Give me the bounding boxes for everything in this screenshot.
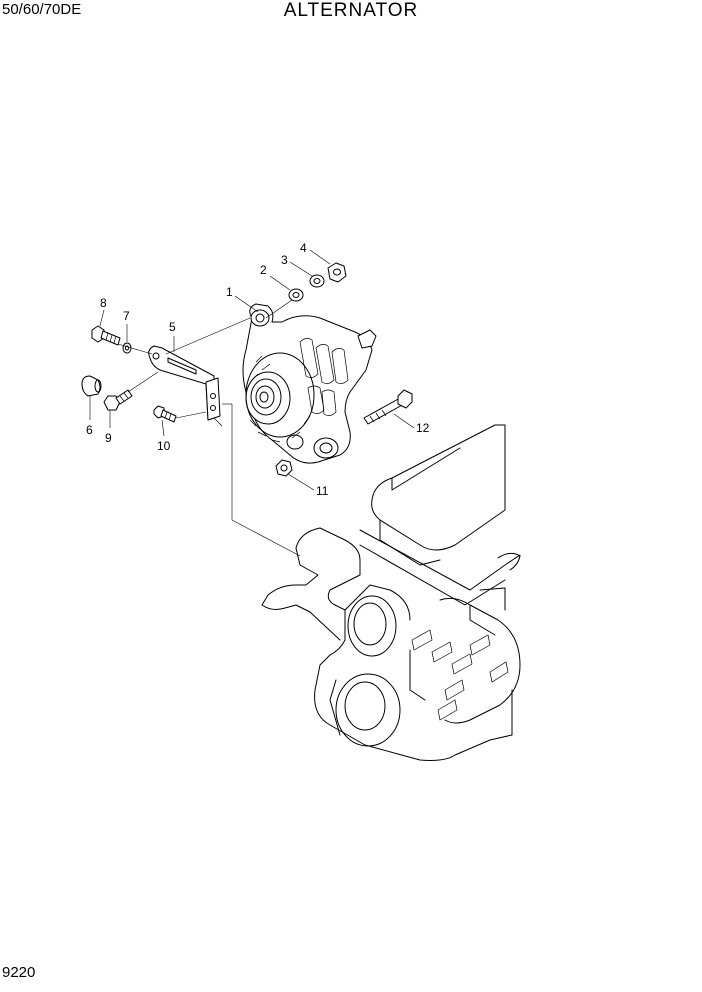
callout-labels: 1 2 3 4 5 6 7 8 9 10 11 12 xyxy=(86,241,430,498)
callout-9: 9 xyxy=(105,431,112,445)
alternator-drawing xyxy=(242,303,377,464)
callout-7: 7 xyxy=(123,309,130,323)
part-10-bolt xyxy=(153,405,177,423)
engine-block-drawing xyxy=(261,424,521,761)
part-4-nut xyxy=(327,262,347,283)
part-3-spring-washer xyxy=(309,274,325,288)
leader-lines xyxy=(89,249,415,557)
callout-10: 10 xyxy=(157,439,171,453)
page-title: ALTERNATOR xyxy=(283,0,419,21)
part-7-washer xyxy=(122,342,132,354)
callout-6: 6 xyxy=(86,423,93,437)
callout-8: 8 xyxy=(100,296,107,310)
part-2-washer xyxy=(288,288,304,302)
part-9-bolt xyxy=(103,389,133,411)
part-12-bolt xyxy=(363,389,413,425)
callout-12: 12 xyxy=(416,421,430,435)
part-6-cap xyxy=(81,375,102,397)
callout-2: 2 xyxy=(260,263,267,277)
callout-5: 5 xyxy=(169,320,176,334)
callout-11: 11 xyxy=(316,484,329,498)
callout-3: 3 xyxy=(281,253,288,267)
callout-1: 1 xyxy=(226,285,233,299)
model-code: 50/60/70DE xyxy=(2,1,82,18)
callout-4: 4 xyxy=(300,241,307,255)
page-number: 9220 xyxy=(2,964,36,981)
part-8-bolt xyxy=(91,325,121,346)
part-11-nut xyxy=(275,459,293,477)
